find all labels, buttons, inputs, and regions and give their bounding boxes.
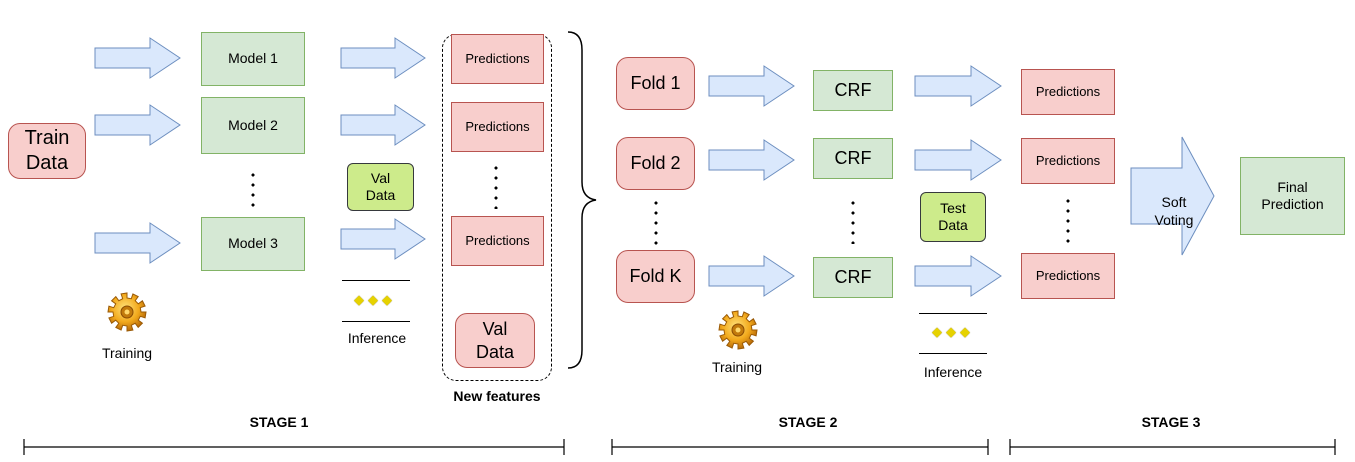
- arrow-icon: [708, 65, 795, 107]
- train-data-label: Train Data: [24, 127, 70, 174]
- fold-k-label: Fold K: [629, 266, 682, 287]
- model-2-box: Model 2: [201, 97, 305, 154]
- gear-icon: [718, 310, 758, 350]
- predictions-2-box-stage1: Predictions: [451, 102, 544, 152]
- predictions-label: Predictions: [1035, 152, 1101, 168]
- model-3-box: Model 3: [201, 217, 305, 271]
- model-1-box: Model 1: [201, 32, 305, 86]
- predictions-1-box-stage1: Predictions: [451, 34, 544, 84]
- inference-top-line-stage2: [919, 313, 987, 314]
- training-label-stage2: Training: [711, 359, 763, 375]
- predictions-label: Predictions: [1035, 83, 1101, 99]
- crf-3-label: CRF: [834, 267, 872, 288]
- stage-3-label: STAGE 3: [1141, 414, 1201, 430]
- fold-2-label: Fold 2: [630, 153, 681, 174]
- crf-2-label: CRF: [834, 148, 872, 169]
- diamond-icon: ◆◆◆: [932, 324, 974, 339]
- arrow-icon: [708, 255, 795, 297]
- arrow-icon: [94, 37, 181, 79]
- inference-label-stage1: Inference: [347, 330, 407, 346]
- soft-voting-text: Soft Voting: [1154, 194, 1194, 229]
- arrow-icon: [340, 104, 426, 146]
- arrow-icon: [340, 37, 426, 79]
- inference-label-stage2: Inference: [923, 364, 983, 380]
- inference-bottom-line-stage2: [919, 353, 987, 354]
- predictions-ellipsis-stage3: [1066, 196, 1070, 246]
- arrow-icon: [94, 104, 181, 146]
- predictions-label: Predictions: [465, 118, 530, 134]
- arrow-icon: [914, 65, 1002, 107]
- model-3-label: Model 3: [228, 235, 278, 252]
- crf-3-box: CRF: [813, 257, 893, 298]
- stage1-timeline: [23, 439, 565, 455]
- final-prediction-box: Final Prediction: [1240, 157, 1345, 235]
- model-1-label: Model 1: [228, 50, 278, 67]
- crf-ellipsis: [851, 198, 855, 244]
- arrow-icon: [94, 222, 181, 264]
- model-2-label: Model 2: [228, 116, 278, 133]
- soft-voting-label: Soft Voting: [1146, 175, 1202, 230]
- val-data-small-box: Val Data: [347, 163, 414, 211]
- predictions-2-box-stage3: Predictions: [1021, 138, 1115, 184]
- stage-1-label: STAGE 1: [249, 414, 309, 430]
- fold-ellipsis: [654, 198, 658, 246]
- inference-top-line-stage1: [342, 280, 410, 281]
- crf-1-box: CRF: [813, 70, 893, 111]
- diamond-icon: ◆◆◆: [354, 292, 396, 307]
- final-prediction-label: Final Prediction: [1261, 178, 1324, 213]
- crf-2-box: CRF: [813, 138, 893, 179]
- soft-voting-arrow: [1130, 136, 1215, 256]
- predictions-3-box-stage3: Predictions: [1021, 253, 1115, 299]
- predictions-label: Predictions: [465, 50, 530, 66]
- fold-1-box: Fold 1: [616, 57, 695, 110]
- val-data-box-label: Val Data: [475, 319, 515, 362]
- stage-2-label: STAGE 2: [778, 414, 838, 430]
- stage2-timeline: [611, 439, 989, 455]
- inference-bottom-line-stage1: [342, 321, 410, 322]
- arrow-icon: [708, 139, 795, 181]
- fold-2-box: Fold 2: [616, 137, 695, 190]
- val-data-box: Val Data: [455, 313, 535, 368]
- fold-k-box: Fold K: [616, 250, 695, 303]
- gear-icon: [107, 292, 147, 332]
- fold-1-label: Fold 1: [630, 73, 681, 94]
- predictions-label: Predictions: [465, 232, 530, 248]
- arrow-icon: [340, 218, 426, 260]
- train-data-box: Train Data: [8, 123, 86, 179]
- new-features-label: New features: [453, 388, 541, 404]
- model-ellipsis: [251, 170, 255, 208]
- stage3-timeline: [1009, 439, 1336, 455]
- arrow-icon: [914, 139, 1002, 181]
- predictions-1-box-stage3: Predictions: [1021, 69, 1115, 115]
- predictions-3-box-stage1: Predictions: [451, 216, 544, 266]
- test-data-label: Test Data: [938, 199, 968, 234]
- crf-1-label: CRF: [834, 80, 872, 101]
- brace-icon: [567, 31, 597, 369]
- predictions-label: Predictions: [1035, 267, 1101, 283]
- arrow-icon: [914, 255, 1002, 297]
- test-data-box: Test Data: [920, 192, 986, 242]
- val-data-small-label: Val Data: [365, 169, 396, 204]
- predictions-ellipsis-stage1: [494, 163, 498, 209]
- training-label-stage1: Training: [101, 345, 153, 361]
